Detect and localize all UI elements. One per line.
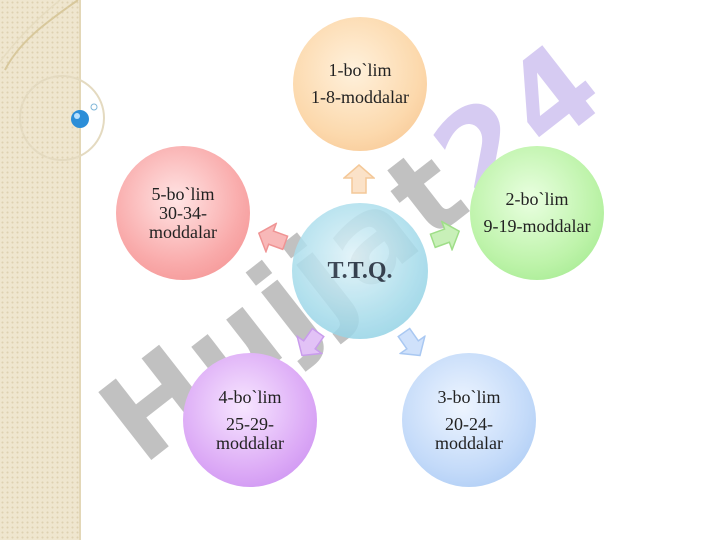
node-section-4: 4-bo`lim 25-29-moddalar: [183, 353, 317, 487]
node-title: 4-bo`lim: [218, 386, 282, 407]
node-title: 1-bo`lim: [328, 60, 392, 80]
node-title: 5-bo`lim: [151, 183, 215, 204]
arrow-down-right-icon: [397, 327, 427, 357]
node-range: 20-24-moddalar: [435, 413, 503, 453]
arrow-right-icon: [429, 219, 461, 252]
node-range: 25-29-moddalar: [216, 413, 284, 453]
center-label: T.T.Q.: [327, 257, 393, 284]
node-range: 9-19-moddalar: [483, 216, 591, 236]
node-section-5: 5-bo`lim 30-34-moddalar: [116, 146, 250, 280]
node-section-1: 1-bo`lim 1-8-moddalar: [293, 17, 427, 151]
node-section-3: 3-bo`lim 20-24-moddalar: [402, 353, 536, 487]
decorative-sidebar: [0, 0, 81, 540]
node-section-2: 2-bo`lim 9-19-moddalar: [470, 146, 604, 280]
node-title: 3-bo`lim: [437, 386, 501, 407]
node-title: 2-bo`lim: [505, 189, 569, 209]
arrow-up-icon: [343, 164, 375, 194]
center-node: T.T.Q.: [292, 203, 428, 339]
arrow-left-icon: [257, 221, 289, 254]
node-range: 30-34-moddalar: [149, 202, 217, 242]
node-range: 1-8-moddalar: [311, 87, 409, 107]
arrow-down-left-icon: [295, 327, 325, 357]
